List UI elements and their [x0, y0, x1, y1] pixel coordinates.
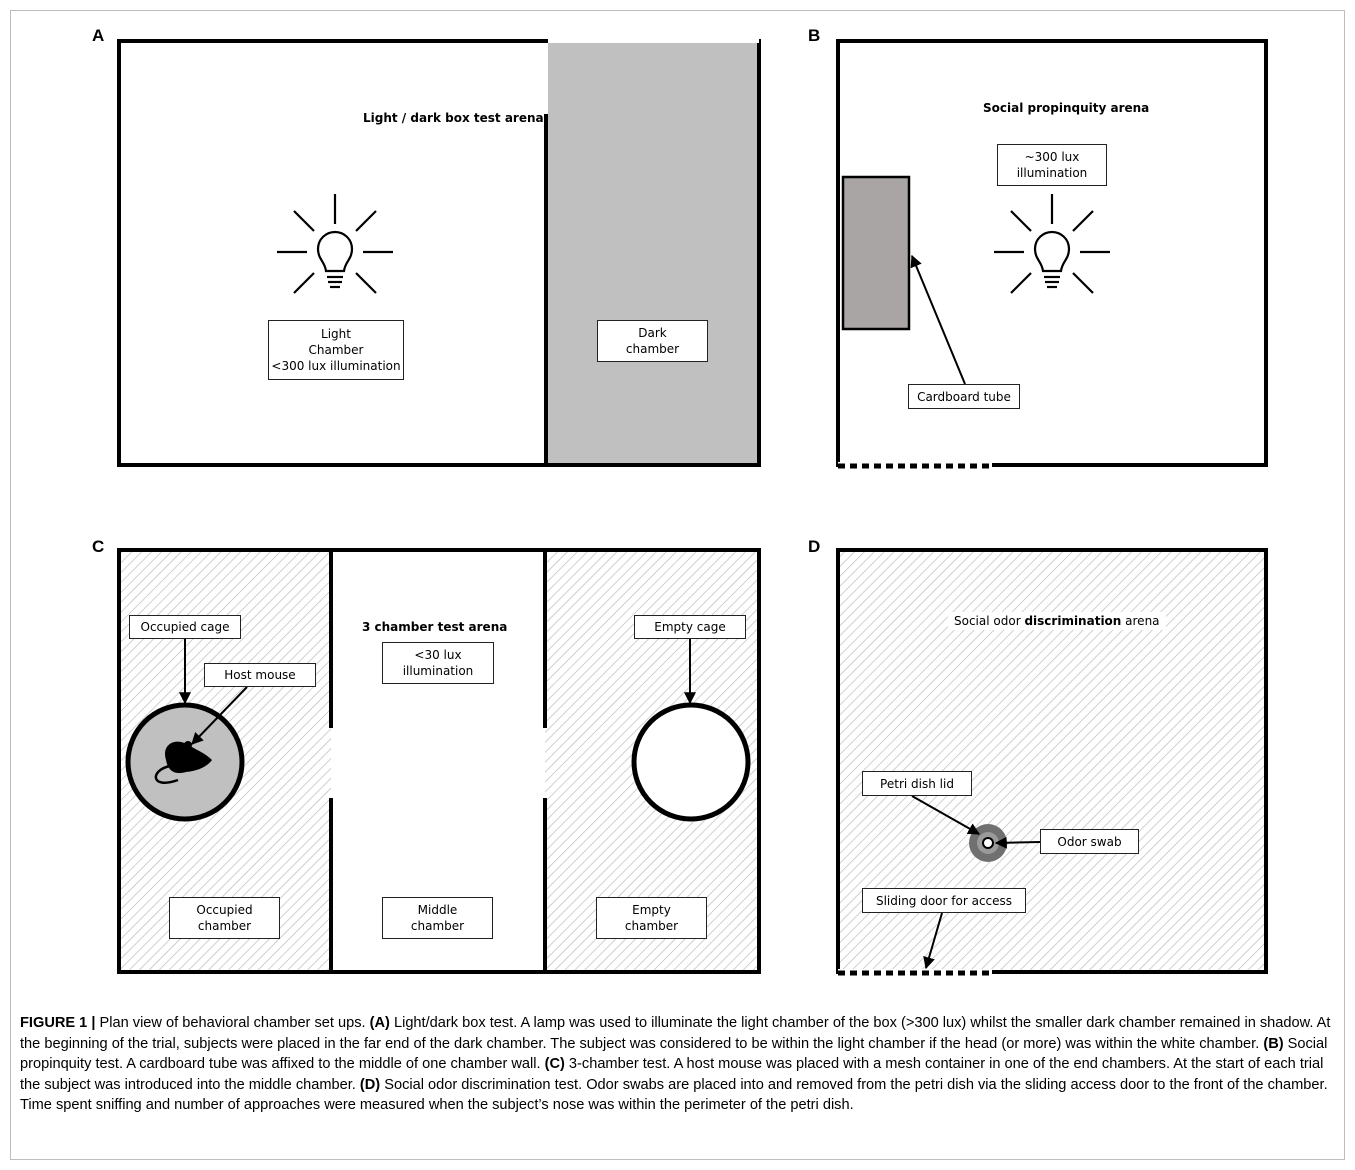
panel-d-title: Social odor discrimination arena: [948, 612, 1166, 630]
panel-a: [117, 39, 761, 467]
cardboard-tube-shape: [841, 175, 911, 331]
panel-letter-a: A: [92, 26, 105, 45]
dark-chamber-area: [548, 41, 759, 465]
figure-diagram: [117, 39, 1268, 976]
lightbulb-icon: [277, 194, 393, 294]
panel-letter-b: B: [808, 26, 821, 45]
panel-b-title: Social propinquity arena: [983, 101, 1150, 115]
odor-swab-arrow: [994, 836, 1041, 849]
sliding-door-label: Sliding door for access: [862, 888, 1026, 913]
host-mouse-arrow: [191, 686, 248, 745]
middle-chamber-label: Middle chamber: [382, 897, 493, 939]
panel-a-title: Light / dark box test arena: [363, 111, 544, 125]
lux-label-b: ~300 lux illumination: [997, 144, 1107, 186]
lux-label-c: <30 lux illumination: [382, 642, 494, 684]
figure-caption: FIGURE 1 | Plan view of behavioral chamb…: [20, 1015, 1331, 1114]
panel-c-title: 3 chamber test arena: [362, 620, 508, 634]
occupied-cage-label: Occupied cage: [129, 615, 241, 639]
lightbulb-icon: [994, 194, 1110, 294]
host-mouse-label: Host mouse: [204, 663, 316, 687]
occupied-chamber-label: Occupied chamber: [169, 897, 280, 939]
odor-swab-label: Odor swab: [1040, 829, 1139, 854]
petri-lid-arrow: [911, 795, 981, 835]
empty-cage-label: Empty cage: [634, 615, 746, 639]
petri-dish-lid-label: Petri dish lid: [862, 771, 972, 796]
tube-arrow: [910, 254, 966, 385]
mouse-icon: [154, 741, 212, 784]
panel-letter-d: D: [808, 537, 821, 556]
arena-c-outline: [117, 548, 761, 974]
empty-cage-circle: [631, 702, 751, 822]
figure-frame: [10, 10, 1345, 1160]
cardboard-tube-label: Cardboard tube: [908, 384, 1020, 409]
caption-label: FIGURE 1 |: [20, 1015, 96, 1031]
empty-chamber-label: Empty chamber: [596, 897, 707, 939]
dark-chamber-label: Dark chamber: [597, 320, 708, 362]
sliding-door-arrow: [923, 912, 943, 970]
odor-swab-shape: [982, 837, 994, 849]
light-chamber-label: Light Chamber <300 lux illumination: [268, 320, 404, 380]
panel-letter-c: C: [92, 537, 105, 556]
